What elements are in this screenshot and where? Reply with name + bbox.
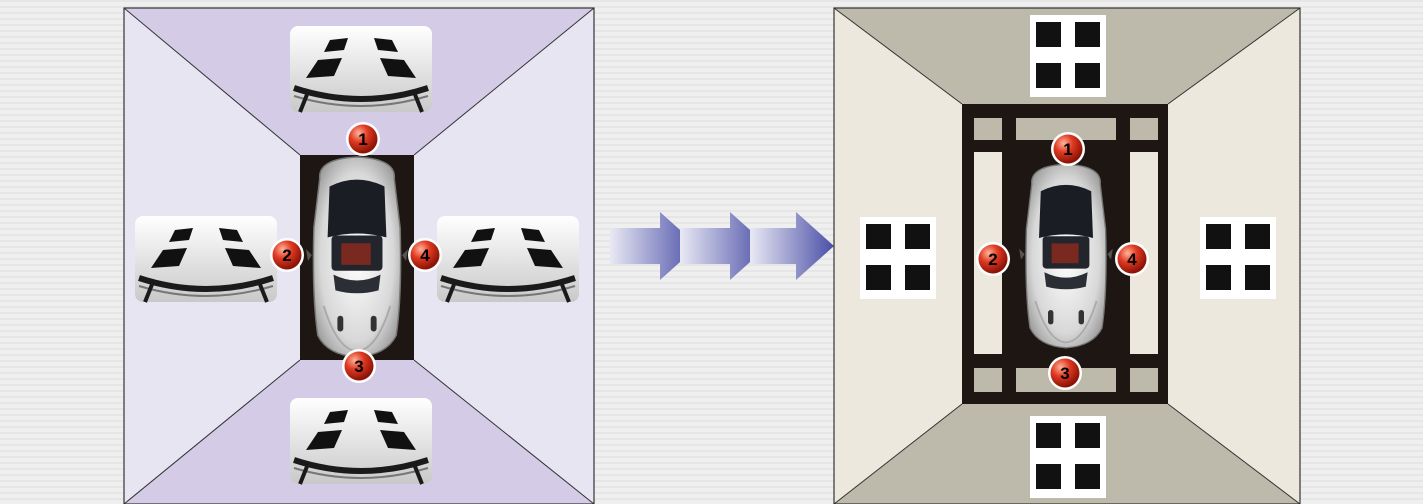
rear-camera-view-icon [290,398,432,484]
left-camera-marker-3: 3 [342,349,376,383]
right-camera-view-icon [437,216,579,302]
right-camera-marker-2: 2 [976,242,1010,276]
svg-text:4: 4 [420,246,430,265]
right-camera-marker-4: 4 [1115,242,1149,276]
right-camera-marker-3: 3 [1048,356,1082,390]
svg-text:2: 2 [988,250,997,269]
svg-text:1: 1 [1063,140,1072,159]
left-panel [124,8,594,504]
front-camera-view-icon [290,26,432,112]
right-target-icon [1200,217,1276,299]
svg-text:2: 2 [282,246,291,265]
right-camera-marker-1: 1 [1051,132,1085,166]
front-target-icon [1030,15,1106,97]
left-camera-view-icon [135,216,277,302]
svg-text:3: 3 [354,357,363,376]
svg-text:1: 1 [358,130,367,149]
left-target-icon [860,217,936,299]
svg-text:4: 4 [1127,250,1137,269]
car-top-view-icon [306,157,408,357]
svg-text:3: 3 [1060,364,1069,383]
left-camera-marker-2: 2 [270,238,304,272]
rear-target-icon [1030,416,1106,498]
left-camera-marker-1: 1 [346,122,380,156]
left-camera-marker-4: 4 [408,238,442,272]
car-top-view-icon [1019,164,1113,348]
right-panel [834,8,1300,504]
